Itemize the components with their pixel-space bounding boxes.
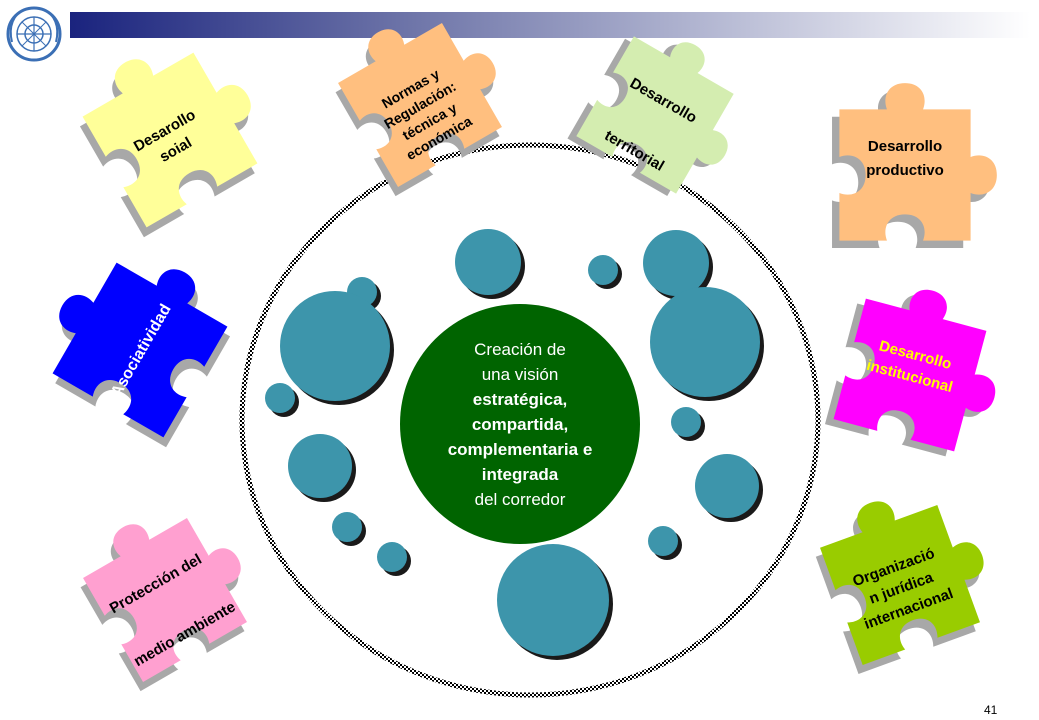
puzzle-piece-asociatividad: Asociatividad bbox=[30, 227, 243, 448]
center-node: Creación de una visión estratégica, compart… bbox=[400, 304, 640, 544]
puzzle-label-line: productivo bbox=[866, 162, 944, 179]
puzzle-piece-normas-regulacion: Normas yRegulación:técnica yeconómica bbox=[323, 0, 523, 197]
page-number: 41 bbox=[984, 703, 998, 717]
puzzle-piece-desarrollo-productivo: Desarrollo productivo bbox=[832, 83, 997, 248]
puzzle-label: Desarrollo productivo bbox=[866, 138, 944, 179]
bubble-group bbox=[265, 229, 764, 576]
corridor-ring bbox=[239, 142, 821, 698]
puzzle-piece-organizacion-juridica: Organización jurídicainternacional bbox=[807, 473, 1004, 674]
bubble bbox=[265, 383, 295, 413]
center-text: Creación de una visión estratégica, compart… bbox=[448, 340, 593, 509]
bubble bbox=[650, 287, 760, 397]
bubble bbox=[643, 230, 709, 296]
header-banner bbox=[70, 12, 1030, 38]
puzzle-piece-desarrollo-institucional: Desarrolloinstitucional bbox=[824, 274, 1017, 463]
center-text-line: Creación de bbox=[474, 340, 566, 359]
puzzle-piece-desarrollo-social: Desarollosoial bbox=[67, 17, 280, 238]
bubble bbox=[671, 407, 701, 437]
bubble bbox=[695, 454, 759, 518]
bubble bbox=[455, 229, 521, 295]
bubble bbox=[588, 255, 618, 285]
center-text-line: complementaria e bbox=[448, 440, 593, 459]
center-text-line: estratégica, bbox=[473, 390, 568, 409]
center-text-line: compartida, bbox=[472, 415, 568, 434]
puzzle-piece-desarrollo-territorial: Desarrolloterritorial bbox=[567, 16, 766, 208]
puzzle-label-line: Desarrollo bbox=[868, 138, 942, 155]
puzzle-body bbox=[30, 227, 241, 438]
bubble bbox=[280, 291, 390, 401]
puzzle-piece-proteccion-medio-ambiente: Protección delmedio ambiente bbox=[68, 485, 268, 692]
center-text-line: integrada bbox=[482, 465, 559, 484]
center-text-line: del corredor bbox=[475, 490, 566, 509]
bubble bbox=[332, 512, 362, 542]
bubble bbox=[648, 526, 678, 556]
center-text-line: una visión bbox=[482, 365, 559, 384]
bubble bbox=[288, 434, 352, 498]
un-emblem-icon bbox=[6, 6, 62, 62]
bubble bbox=[497, 544, 609, 656]
bubble bbox=[377, 542, 407, 572]
